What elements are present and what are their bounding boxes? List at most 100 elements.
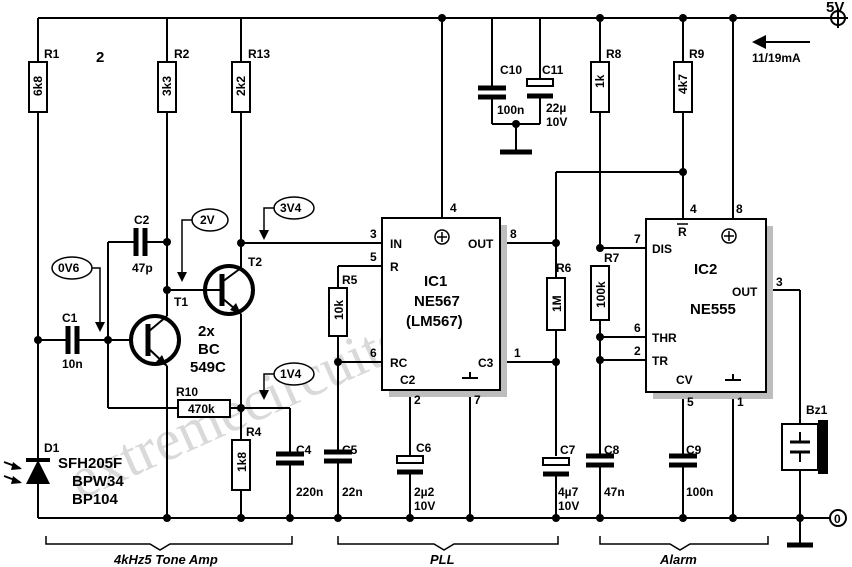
ic2-pin-3-num: 3 (776, 275, 783, 289)
c6-value: 2µ2 (414, 485, 435, 499)
r6-value: 1M (550, 295, 564, 312)
ic2-pin-3-name: OUT (732, 285, 758, 299)
ic1-wiring (237, 14, 687, 518)
section-tone-amp: 4kHz5 Tone Amp (113, 552, 218, 567)
r5-value: 10k (332, 300, 346, 320)
d1-label: D1 (44, 441, 60, 455)
capacitor-c9: C9 100n (669, 443, 713, 518)
c7-label: C7 (560, 443, 576, 457)
voltage-3v4: 3V4 (280, 201, 302, 215)
section-pll: PLL (430, 552, 455, 567)
r4-label: R4 (246, 425, 262, 439)
ic1-pin-3-num: 3 (370, 227, 377, 241)
ic2-pin-4-name: R (678, 225, 687, 239)
c2-label: C2 (134, 213, 150, 227)
figure-number: 2 (96, 49, 104, 66)
transistor-count: 2x (198, 323, 215, 340)
supply-current-label: 11/19mA (752, 51, 801, 65)
c1-value: 10n (62, 357, 83, 371)
r8-value: 1k (593, 74, 607, 88)
photodiode-d1: D1 SFH205F BPW34 BP104 (3, 441, 124, 518)
c10-label: C10 (500, 63, 522, 77)
ic1-part: NE567 (414, 293, 460, 310)
ic1-pin-2-num: 2 (414, 393, 421, 407)
section-brace-pll: PLL (337, 536, 559, 567)
ground-junctions (163, 514, 737, 522)
ic1-pin-1-name: C3 (478, 356, 494, 370)
c8-value: 47n (604, 485, 625, 499)
r2-value: 3k3 (160, 76, 174, 96)
voltage-1v4: 1V4 (280, 367, 302, 381)
r6-label: R6 (556, 261, 572, 275)
ic1-pin-7-num: 7 (474, 393, 481, 407)
c11-value: 22µ (546, 101, 566, 115)
r5-label: R5 (342, 273, 358, 287)
ic2-pin-2-num: 2 (634, 344, 641, 358)
resistor-r2: 3k3 R2 (157, 18, 190, 290)
ground-rail: 0 (38, 509, 847, 548)
ic2-pin-2-name: TR (652, 354, 668, 368)
c6-label: C6 (416, 441, 432, 455)
ic2-part: NE555 (690, 301, 736, 318)
d1-part-1: SFH205F (58, 455, 122, 472)
ic1-pin-1-num: 1 (514, 346, 521, 360)
ic1-pin-3-name: IN (390, 237, 402, 251)
current-arrow: 11/19mA (752, 35, 810, 65)
c6-rating: 10V (414, 499, 435, 513)
t1-label: T1 (174, 295, 188, 309)
ic1-chip: IC1 NE567 (LM567) 4 3 IN 5 R 6 RC 8 OUT … (370, 201, 521, 407)
ic1-pin-6-num: 6 (370, 346, 377, 360)
capacitor-c1: C1 10n (34, 311, 135, 371)
ic1-ref: IC1 (424, 273, 447, 290)
capacitor-c10: C10 100n (478, 18, 524, 124)
c11-rating: 10V (546, 115, 567, 129)
resistor-r8: 1k R8 (590, 18, 622, 248)
c5-value: 22n (342, 485, 363, 499)
ic2-pin-4-num: 4 (690, 202, 697, 216)
c9-value: 100n (686, 485, 713, 499)
c1-label: C1 (62, 311, 78, 325)
c11-label: C11 (542, 63, 564, 77)
ic1-pin-8-name: OUT (468, 237, 494, 251)
voltage-callout-1v4: 1V4 (259, 362, 315, 400)
ic2-pin-6-num: 6 (634, 321, 641, 335)
ic1-pin-8-num: 8 (510, 227, 517, 241)
c5-label: C5 (342, 443, 358, 457)
ic2-chip: IC2 NE555 4 R 8 7 DIS 6 THR 2 TR 5 CV 1 … (634, 202, 783, 409)
r10-label: R10 (176, 385, 198, 399)
transistor-t2: T2 (163, 255, 262, 440)
voltage-callout-0v6: 0V6 (51, 256, 105, 332)
r9-value: 4k7 (676, 74, 690, 94)
capacitor-c8: C8 47n (586, 443, 625, 518)
d1-part-3: BP104 (72, 491, 119, 508)
voltage-0v6: 0V6 (58, 261, 80, 275)
resistor-r7: 100k R7 (590, 251, 620, 321)
capacitor-c6: C6 2µ2 10V (396, 441, 435, 518)
capacitor-c2: C2 47p (107, 213, 171, 408)
voltage-callout-3v4: 3V4 (259, 196, 315, 240)
ic2-pin-5-name: CV (676, 373, 693, 387)
r1-label: R1 (44, 47, 60, 61)
resistor-r10: 470k R10 (108, 385, 291, 452)
decoupling-ground (492, 120, 540, 155)
r1-value: 6k8 (31, 76, 45, 96)
ic2-wiring (596, 14, 801, 518)
c10-value: 100n (497, 103, 524, 117)
r4-value: 1k8 (235, 452, 249, 472)
capacitor-c5: C5 22n (324, 443, 363, 518)
t2-label: T2 (248, 255, 262, 269)
section-brace-tone-amp: 4kHz5 Tone Amp (45, 536, 293, 567)
transistor-number: 549C (190, 359, 226, 376)
ic1-pin-5-num: 5 (370, 250, 377, 264)
transistor-t1: T1 (129, 290, 188, 518)
r9-label: R9 (689, 47, 705, 61)
c7-rating: 10V (558, 499, 579, 513)
ic2-pin-1-num: 1 (737, 395, 744, 409)
buzzer-bz1: Bz1 (781, 403, 828, 522)
c7-value: 4µ7 (558, 485, 579, 499)
ic2-ref: IC2 (694, 261, 717, 278)
ic2-pin-7-num: 7 (634, 232, 641, 246)
ic1-pin-4-num: 4 (450, 201, 457, 215)
ic2-pin-5-num: 5 (687, 395, 694, 409)
